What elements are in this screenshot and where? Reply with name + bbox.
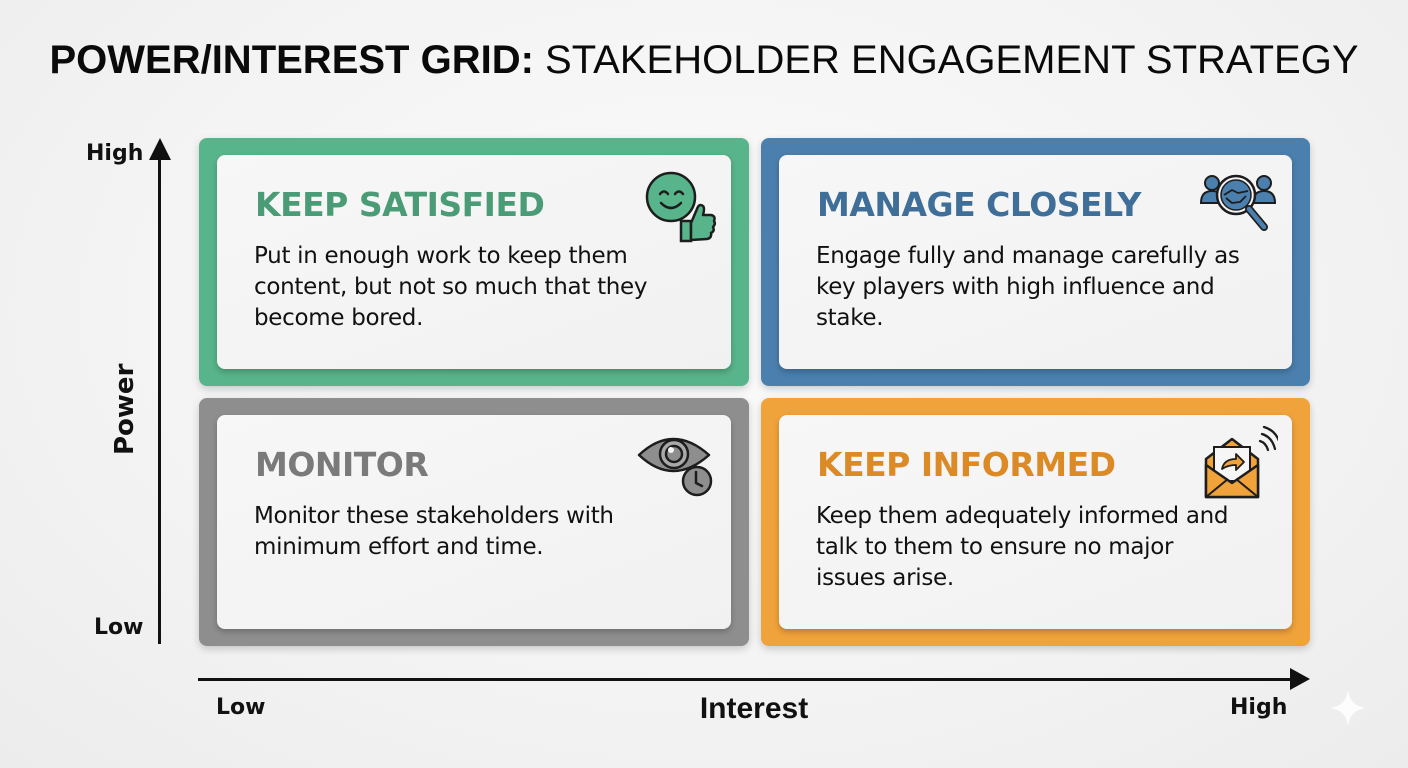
quadrant-card: MANAGE CLOSELY Engage fully and manage c… [779,155,1292,369]
quadrant-monitor: MONITOR Monitor these stakeholders with … [199,398,749,646]
quadrant-heading: KEEP INFORMED [817,445,1116,484]
y-axis-title: Power [110,363,140,455]
envelope-share-signal-icon [1204,425,1278,499]
quadrant-description: Monitor these stakeholders with minimum … [254,503,614,560]
quadrant-description: Engage fully and manage carefully as key… [816,243,1240,331]
quadrant-card: KEEP INFORMED Keep them adequately infor… [779,415,1292,629]
x-axis-title: Interest [699,692,809,725]
quadrant-heading: MONITOR [255,445,429,484]
page-title: POWER/INTEREST GRID: STAKEHOLDER ENGAGEM… [0,38,1408,83]
quadrant-heading: KEEP SATISFIED [255,185,545,224]
people-handshake-magnifier-icon [1199,174,1277,231]
quadrant-keep-satisfied: KEEP SATISFIED Put in enough work to kee… [199,138,749,386]
title-light: STAKEHOLDER ENGAGEMENT STRATEGY [533,38,1359,82]
smiley-thumbs-up-icon [645,171,717,243]
y-axis-low-label: Low [94,615,144,640]
y-axis-line [158,154,161,644]
x-axis-low-label: Low [216,695,266,720]
y-axis-arrow-icon [149,138,171,160]
quadrant-card: KEEP SATISFIED Put in enough work to kee… [217,155,731,369]
sparkle-icon [1330,690,1366,726]
quadrant-manage-closely: MANAGE CLOSELY Engage fully and manage c… [761,138,1310,386]
quadrant-description: Put in enough work to keep them content,… [254,243,648,331]
quadrant-keep-informed: KEEP INFORMED Keep them adequately infor… [761,398,1310,646]
quadrant-description: Keep them adequately informed and talk t… [816,503,1229,591]
quadrant-heading: MANAGE CLOSELY [817,185,1141,224]
y-axis-high-label: High [86,141,144,166]
x-axis-line [198,678,1294,681]
x-axis-high-label: High [1230,695,1288,720]
quadrant-card: MONITOR Monitor these stakeholders with … [217,415,731,629]
eye-clock-icon [637,437,713,497]
title-bold: POWER/INTEREST GRID: [49,38,534,82]
x-axis-arrow-icon [1290,668,1310,690]
